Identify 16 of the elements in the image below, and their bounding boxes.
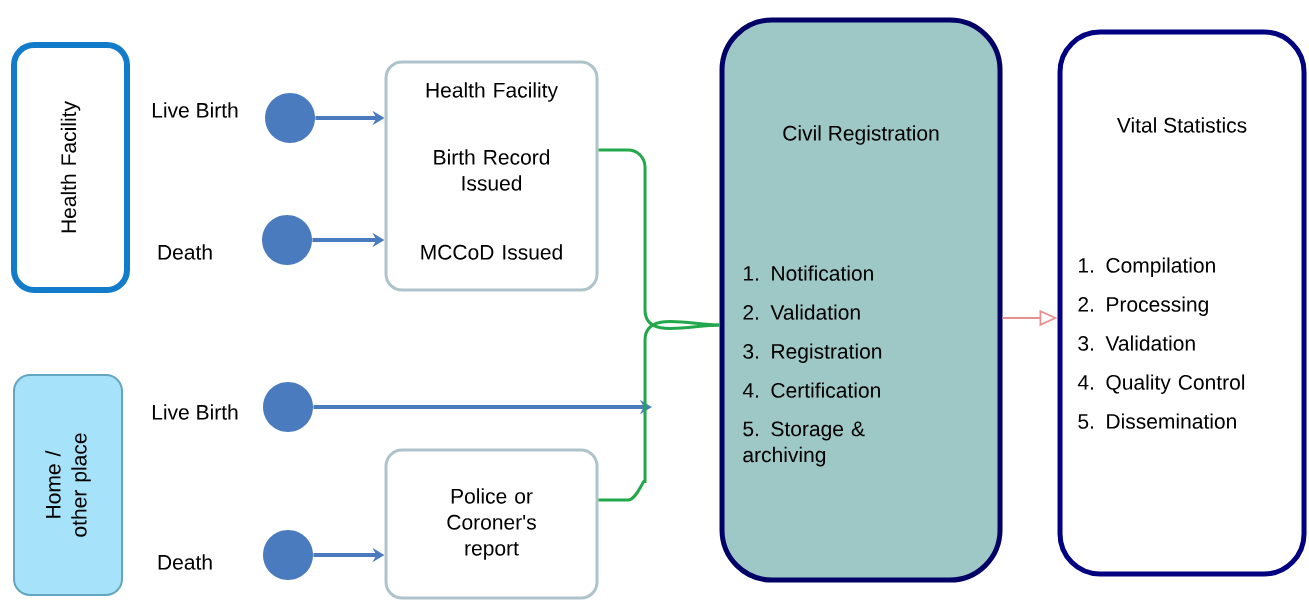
process-box: Vital Statistics 1. Compilation 2. Processing 3. Validation 4. Quality Control 5. Dissemination bbox=[1057, 29, 1307, 577]
event-label: Death bbox=[158, 244, 212, 260]
event-label: Live Birth bbox=[152, 404, 238, 420]
dot bbox=[265, 93, 315, 143]
place-box: Home / other place bbox=[13, 374, 123, 596]
record-box: Police or Coroner's report bbox=[384, 448, 599, 600]
dot bbox=[263, 530, 313, 580]
dot bbox=[262, 215, 312, 265]
record-box: Health Facility Birth Record Issued MCCoD Issued bbox=[384, 60, 599, 292]
brace-connector bbox=[598, 319, 720, 502]
brace-connector bbox=[598, 148, 720, 331]
dot bbox=[263, 382, 313, 432]
place-box: Health Facility bbox=[11, 42, 130, 293]
event-label: Death bbox=[158, 554, 212, 570]
event-label: Live Birth bbox=[152, 102, 238, 118]
process-box: Civil Registration 1. Notification 2. Validation 3. Registration 4. Certification 5. Storage & archiving bbox=[719, 17, 1003, 583]
